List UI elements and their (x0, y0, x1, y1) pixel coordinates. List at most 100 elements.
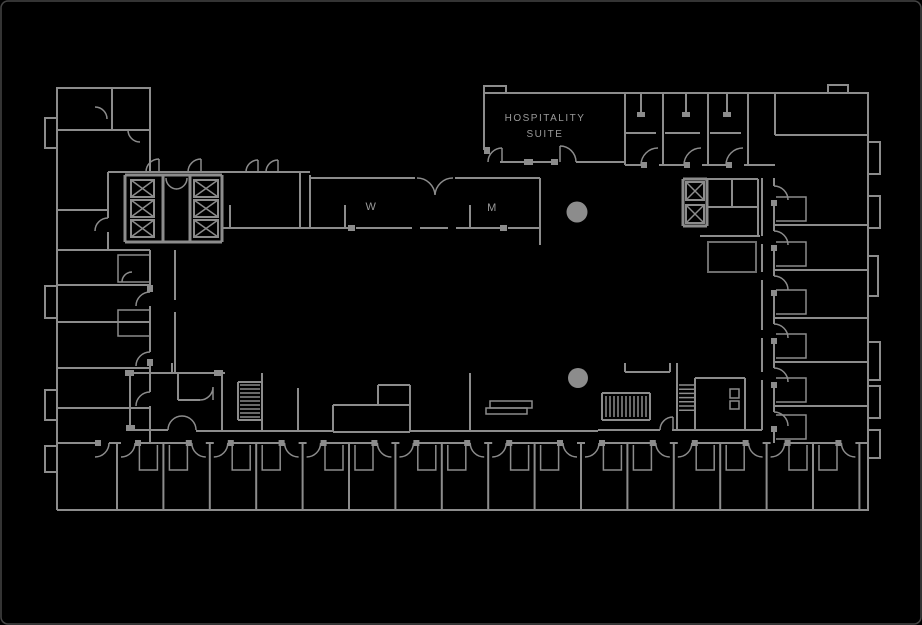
door-jamb (348, 225, 355, 231)
room-divider (116, 443, 861, 510)
top-right-rooms (625, 93, 868, 168)
elevator-icon (685, 181, 705, 201)
lobby-door-arcs (165, 177, 188, 190)
door-jamb (641, 162, 647, 168)
elevator-cab (130, 219, 155, 238)
vestibule-arcs (416, 177, 454, 196)
top-left-rooms (57, 88, 150, 250)
center-right-walls (598, 363, 762, 431)
elevator-x (193, 179, 219, 198)
door-jamb (125, 370, 134, 376)
elevator-cab (193, 179, 219, 198)
column-icon (566, 201, 588, 223)
stairs-icon (601, 392, 651, 421)
left-rooms (57, 209, 176, 443)
elevator-x (685, 181, 705, 201)
service-room-walls (700, 178, 760, 237)
walls (500, 93, 626, 165)
elevator-cab (130, 179, 155, 198)
elevator-cab (685, 181, 705, 201)
mid-walls (332, 373, 598, 433)
exterior-walls (56, 87, 869, 511)
stair-treads (679, 384, 694, 411)
bathroom (138, 445, 838, 471)
storage-room-outline (707, 241, 757, 273)
column-icon (568, 368, 588, 388)
structural-columns (566, 201, 588, 388)
walls (222, 172, 541, 245)
bottom-core (125, 363, 762, 433)
tread (605, 396, 647, 417)
desk-outline (485, 400, 533, 415)
table (489, 400, 533, 409)
elevator-x (130, 179, 155, 198)
fixture (729, 388, 740, 399)
hospitality-suite-label-line2: SUITE (527, 129, 564, 140)
tread (679, 384, 694, 411)
stair-enclosure (237, 381, 262, 421)
elevator-icon (193, 219, 219, 238)
elevator-cab (193, 199, 219, 218)
door-jamb (684, 162, 690, 168)
stairs-icon (679, 384, 694, 411)
door-arcs (487, 145, 577, 163)
right-edge-bumps (868, 141, 881, 459)
left-cluster-walls (125, 363, 333, 432)
bathroom (117, 254, 151, 283)
room-divider (774, 224, 868, 407)
elevator-x (193, 199, 219, 218)
double-door-arcs (167, 386, 214, 431)
elevator-icon (193, 199, 219, 218)
public-restrooms: W M (222, 172, 541, 245)
stair-treads (605, 396, 647, 417)
elevator-x (130, 199, 155, 218)
wall (57, 88, 150, 250)
elevator-cab (685, 204, 705, 224)
stair-enclosure (601, 392, 651, 421)
door-jamb (726, 162, 732, 168)
door-jamb (147, 359, 153, 366)
shaft-walls (123, 173, 224, 244)
walls (625, 93, 868, 165)
elevator-icon (130, 199, 155, 218)
door-jamb (147, 285, 153, 292)
door-arc (773, 185, 789, 427)
hospitality-suite: HOSPITALITY SUITE (484, 93, 626, 165)
door-arc (659, 416, 674, 431)
fixture (729, 400, 740, 410)
elevator-bank-left (123, 173, 224, 244)
elevator-cab (193, 219, 219, 238)
door-jamb (95, 440, 101, 446)
door-arcs (121, 271, 151, 407)
door-jamb (500, 225, 507, 231)
building-exterior (44, 84, 881, 511)
elevator-cells (130, 179, 219, 238)
stairs-icon (237, 381, 262, 421)
door-jamb (637, 112, 645, 117)
left-edge-bumps (44, 117, 57, 473)
walls (57, 209, 176, 443)
door-jamb (126, 425, 135, 431)
right-core (681, 177, 763, 430)
door-jamb (524, 159, 533, 165)
door-arc (94, 442, 856, 458)
bathroom (776, 196, 807, 440)
elevator-icon (130, 219, 155, 238)
top-edge-bumps (483, 84, 849, 93)
bottom-rooms (57, 440, 868, 510)
door-arcs (94, 106, 141, 232)
elevator-x (130, 219, 155, 238)
mens-restroom-label: M (487, 202, 497, 214)
table (485, 407, 528, 415)
elevator-x (193, 219, 219, 238)
hospitality-suite-label-line1: HOSPITALITY (505, 113, 586, 124)
door-jamb (551, 159, 558, 165)
elevator-cab (130, 199, 155, 218)
tread (240, 384, 260, 418)
shaft-walls (681, 177, 709, 228)
door-jamb (723, 112, 731, 117)
elevator-x (685, 204, 705, 224)
elevator-icon (193, 179, 219, 198)
